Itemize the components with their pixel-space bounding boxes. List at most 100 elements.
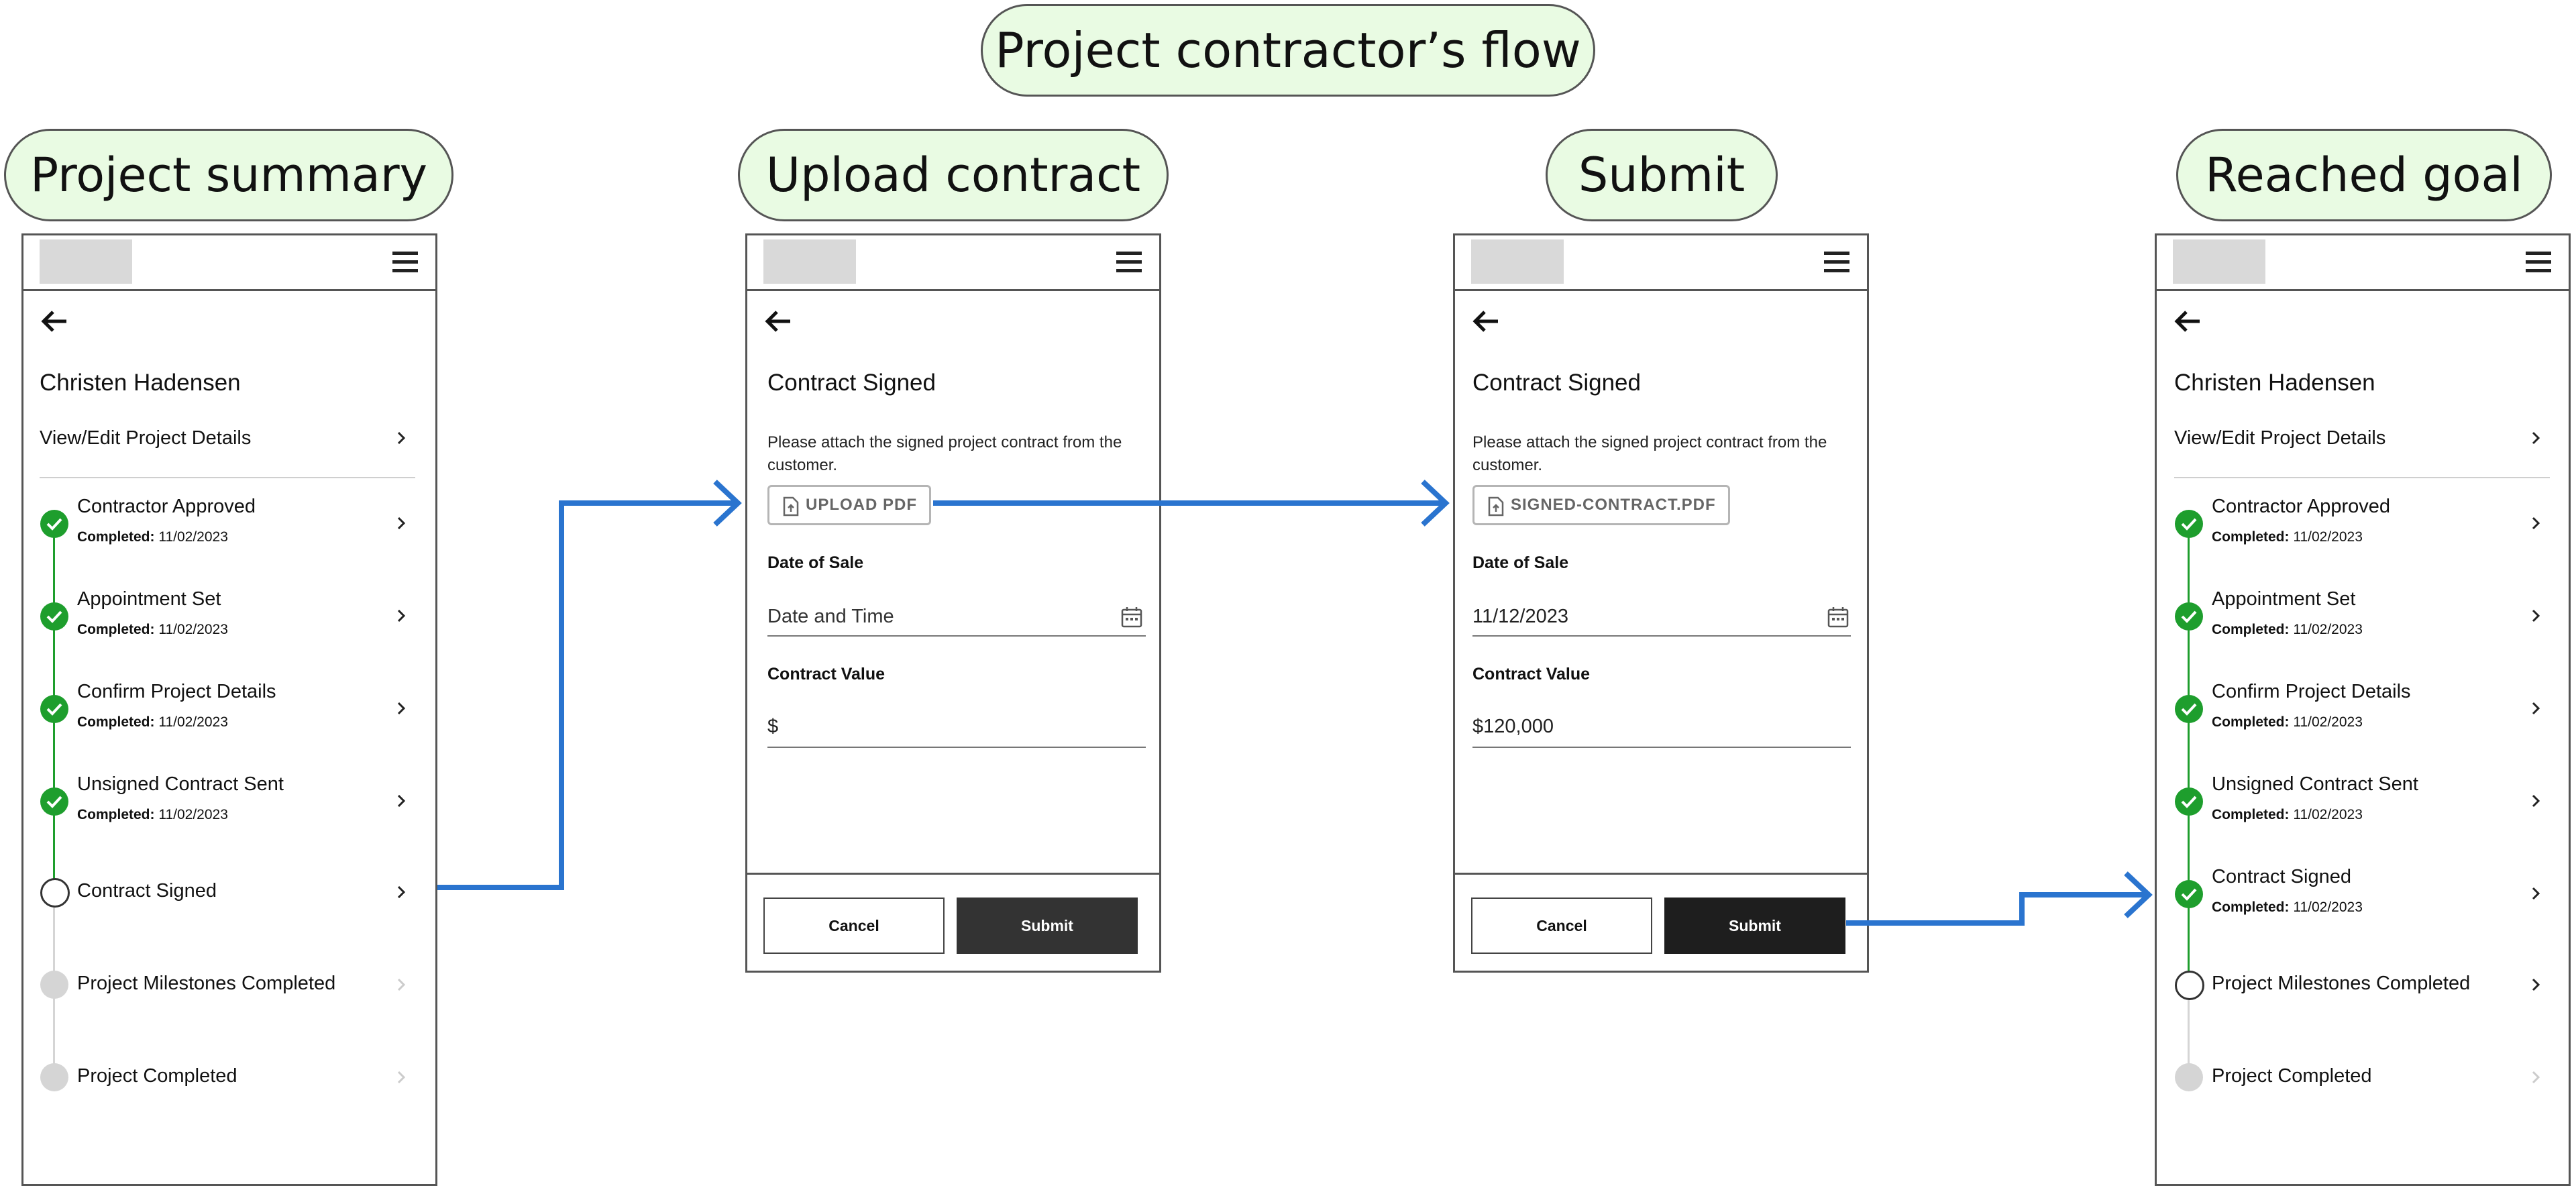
step-label[interactable]: Unsigned Contract Sent (77, 773, 284, 795)
hamburger-menu-icon[interactable] (2526, 252, 2551, 273)
step-complete-check-icon (2175, 602, 2203, 631)
step-completed-date: Completed: 11/02/2023 (2212, 900, 2363, 915)
form-description: Please attach the signed project contrac… (767, 433, 1122, 474)
chevron-right-icon[interactable] (2528, 516, 2543, 531)
calendar-icon[interactable] (1827, 606, 1849, 629)
phone-project-summary: Christen Hadensen View/Edit Project Deta… (21, 233, 437, 1186)
date-of-sale-input[interactable]: 11/12/2023 (1472, 606, 1568, 627)
stage-label-upload-contract: Upload contract (738, 129, 1169, 221)
back-arrow-icon[interactable] (1471, 308, 1501, 335)
step-complete-check-icon (2175, 510, 2203, 538)
chevron-right-icon[interactable] (394, 431, 409, 445)
step-completed-date: Completed: 11/02/2023 (77, 807, 228, 822)
step-label[interactable]: Contract Signed (77, 880, 217, 902)
step-completed-date: Completed: 11/02/2023 (77, 529, 228, 545)
step-label[interactable]: Contractor Approved (77, 496, 256, 517)
hamburger-menu-icon[interactable] (1116, 252, 1142, 273)
step-completed-date: Completed: 11/02/2023 (2212, 714, 2363, 730)
divider (40, 477, 415, 478)
form-description: Please attach the signed project contrac… (1472, 433, 1827, 474)
footer-divider (747, 873, 1159, 875)
step-completed-date: Completed: 11/02/2023 (77, 714, 228, 730)
step-complete-check-icon (2175, 880, 2203, 908)
step-completed-date: Completed: 11/02/2023 (77, 622, 228, 637)
back-arrow-icon[interactable] (763, 308, 793, 335)
phone-upload-contract: Contract Signed Please attach the signed… (745, 233, 1161, 973)
phone-reached-goal: Christen Hadensen View/Edit Project Deta… (2155, 233, 2571, 1186)
step-label[interactable]: Appointment Set (77, 588, 221, 610)
contract-value-label: Contract Value (767, 665, 885, 684)
chevron-right-icon[interactable] (2528, 886, 2543, 901)
progress-line-pending (2188, 985, 2190, 1079)
attached-file-button[interactable]: SIGNED-CONTRACT.PDF (1472, 485, 1730, 525)
customer-name: Christen Hadensen (40, 370, 241, 396)
step-label[interactable]: Contractor Approved (2212, 496, 2390, 517)
step-pending-circle-icon (40, 1063, 68, 1091)
file-upload-icon (1488, 496, 1504, 517)
step-label[interactable]: Appointment Set (2212, 588, 2356, 610)
calendar-icon[interactable] (1120, 606, 1143, 629)
file-upload-icon (783, 496, 799, 517)
logo-placeholder (763, 239, 856, 284)
step-complete-check-icon (40, 787, 68, 816)
chevron-right-icon[interactable] (394, 516, 409, 531)
chevron-right-icon[interactable] (2528, 608, 2543, 623)
chevron-right-icon[interactable] (2528, 977, 2543, 992)
arrowhead-to-goal (2124, 871, 2153, 918)
chevron-right-icon[interactable] (2528, 701, 2543, 716)
step-label: Project Completed (2212, 1065, 2372, 1087)
view-edit-project-details-link[interactable]: View/Edit Project Details (2174, 427, 2386, 449)
form-title: Contract Signed (767, 370, 936, 396)
chevron-right-icon (397, 1071, 406, 1084)
chevron-right-icon[interactable] (394, 608, 409, 623)
footer-divider (1455, 873, 1867, 875)
divider (2174, 477, 2550, 478)
step-label[interactable]: Unsigned Contract Sent (2212, 773, 2418, 795)
cancel-button[interactable]: Cancel (763, 898, 945, 954)
step-complete-check-icon (40, 510, 68, 538)
step-label: Project Completed (77, 1065, 237, 1087)
back-arrow-icon[interactable] (2173, 308, 2202, 335)
arrowhead-to-submit (1421, 480, 1450, 527)
stage-label-project-summary: Project summary (4, 129, 453, 221)
view-edit-project-details-link[interactable]: View/Edit Project Details (40, 427, 252, 449)
connector-summary-to-upload (437, 500, 738, 890)
chevron-right-icon (2532, 1071, 2540, 1084)
step-completed-date: Completed: 11/02/2023 (2212, 622, 2363, 637)
hamburger-menu-icon[interactable] (1824, 252, 1849, 273)
chevron-right-icon[interactable] (394, 794, 409, 808)
app-header (1455, 235, 1867, 291)
step-complete-check-icon (40, 602, 68, 631)
chevron-right-icon[interactable] (2528, 431, 2543, 445)
submit-button[interactable]: Submit (957, 898, 1138, 954)
stage-label-reached-goal: Reached goal (2176, 129, 2552, 221)
chevron-right-icon[interactable] (2528, 794, 2543, 808)
chevron-right-icon[interactable] (394, 701, 409, 716)
chevron-right-icon[interactable] (394, 885, 409, 900)
phone-submit: Contract Signed Please attach the signed… (1453, 233, 1869, 973)
form-title: Contract Signed (1472, 370, 1641, 396)
value-field-underline (767, 747, 1146, 748)
step-completed-date: Completed: 11/02/2023 (2212, 529, 2363, 545)
step-complete-check-icon (2175, 695, 2203, 723)
cancel-button[interactable]: Cancel (1471, 898, 1652, 954)
back-arrow-icon[interactable] (40, 308, 69, 335)
app-header (747, 235, 1159, 291)
contract-value-input[interactable]: $120,000 (1472, 716, 1554, 737)
date-field-underline (1472, 635, 1851, 637)
contract-value-input[interactable]: $ (767, 716, 779, 737)
step-label[interactable]: Confirm Project Details (77, 681, 276, 702)
logo-placeholder (40, 239, 132, 284)
step-label[interactable]: Confirm Project Details (2212, 681, 2411, 702)
submit-button[interactable]: Submit (1664, 898, 1845, 954)
value-field-underline (1472, 747, 1851, 748)
date-of-sale-input[interactable]: Date and Time (767, 606, 894, 627)
upload-pdf-button[interactable]: UPLOAD PDF (767, 485, 931, 525)
step-label[interactable]: Contract Signed (2212, 866, 2351, 887)
app-header (2157, 235, 2569, 291)
hamburger-menu-icon[interactable] (392, 252, 418, 273)
chevron-right-icon (397, 978, 406, 991)
step-label[interactable]: Project Milestones Completed (2212, 973, 2471, 994)
step-label: Project Milestones Completed (77, 973, 336, 994)
